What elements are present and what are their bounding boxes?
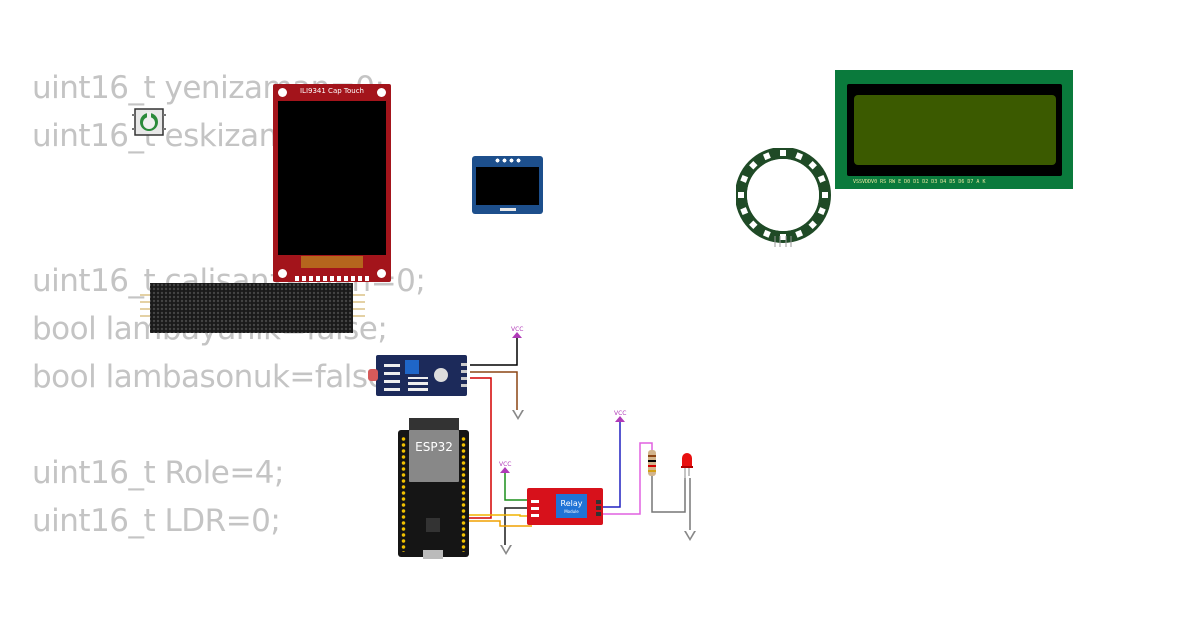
tft-corner-hole <box>278 88 287 97</box>
ring-led <box>780 150 786 156</box>
ground-icon <box>686 531 694 538</box>
tft-ribbon <box>301 256 363 268</box>
vcc-label-ldr: VCC <box>511 326 524 333</box>
ring-led <box>740 174 749 183</box>
vcc-arrow-icon <box>500 467 510 473</box>
esp32-module: ESP32 <box>409 430 459 482</box>
relay-terminals <box>596 498 601 516</box>
ldr-photoresistor <box>368 369 378 381</box>
vcc-arrow-icon <box>512 332 522 338</box>
ldr-pins <box>461 363 467 387</box>
tft-corner-hole <box>377 269 386 278</box>
relay-pins-left <box>531 497 539 517</box>
oled-screen <box>476 167 539 205</box>
ring-led <box>738 192 744 198</box>
oled-ribbon <box>500 208 516 211</box>
relay-label: Relay <box>560 499 583 508</box>
tft-corner-hole <box>278 269 287 278</box>
ring-led <box>822 192 828 198</box>
red-led[interactable] <box>680 452 694 480</box>
ldr-components <box>408 377 428 391</box>
ring-led <box>780 234 786 240</box>
ground-icon <box>502 545 510 552</box>
ring-led <box>795 152 804 161</box>
relay-sublabel: Module <box>564 509 579 514</box>
esp32-antenna <box>409 418 459 432</box>
led-dot-matrix[interactable] <box>140 283 365 333</box>
code-line-role: uint16_t Role=4; <box>32 455 284 491</box>
vcc-arrow-icon <box>615 416 625 422</box>
ring-led <box>740 207 749 216</box>
ili9341-tft-display[interactable]: ILI9341 Cap Touch <box>273 84 391 282</box>
ring-led <box>817 207 826 216</box>
oled-display[interactable] <box>472 156 543 214</box>
vcc-label-com: VCC <box>614 410 627 417</box>
lcd-screen <box>854 95 1056 165</box>
rotary-encoder[interactable] <box>132 106 166 138</box>
code-line-ldr: uint16_t LDR=0; <box>32 503 281 539</box>
esp32-usb-port <box>423 550 443 559</box>
tft-title-label: ILI9341 Cap Touch <box>299 87 364 95</box>
code-line-lambasonuk: bool lambasonuk=false; <box>32 359 397 395</box>
ldr-potentiometer <box>405 360 419 374</box>
ring-led <box>762 229 771 238</box>
esp32-pins-right <box>461 436 466 552</box>
tft-corner-hole <box>377 88 386 97</box>
ground-icon <box>514 410 522 417</box>
ring-led <box>762 152 771 161</box>
oled-pins <box>494 158 522 163</box>
esp32-label: ESP32 <box>415 440 453 454</box>
esp32-chip <box>426 518 440 532</box>
lcd-pin-labels: VSSVDDV0 RS RW E D0 D1 D2 D3 D4 D5 D6 D7… <box>853 179 986 185</box>
ring-led <box>795 229 804 238</box>
resistor[interactable] <box>647 450 657 476</box>
tft-pin-header <box>295 276 369 281</box>
lcd-16x2[interactable]: VSSVDDV0 RS RW E D0 D1 D2 D3 D4 D5 D6 D7… <box>835 70 1073 189</box>
tft-screen <box>278 101 386 255</box>
ring-led <box>808 220 817 229</box>
relay-module[interactable]: Relay Module <box>527 488 603 525</box>
vcc-label-relay: VCC <box>499 461 512 468</box>
ring-led <box>817 174 826 183</box>
ldr-sensor-module[interactable] <box>368 355 467 396</box>
ldr-pot-knob <box>434 368 448 382</box>
relay-block: Relay Module <box>556 494 587 518</box>
ldr-components <box>384 361 400 391</box>
esp32-pins-left <box>401 436 406 552</box>
neopixel-ring[interactable] <box>735 147 831 248</box>
esp32-devkit[interactable]: ESP32 <box>398 418 469 559</box>
